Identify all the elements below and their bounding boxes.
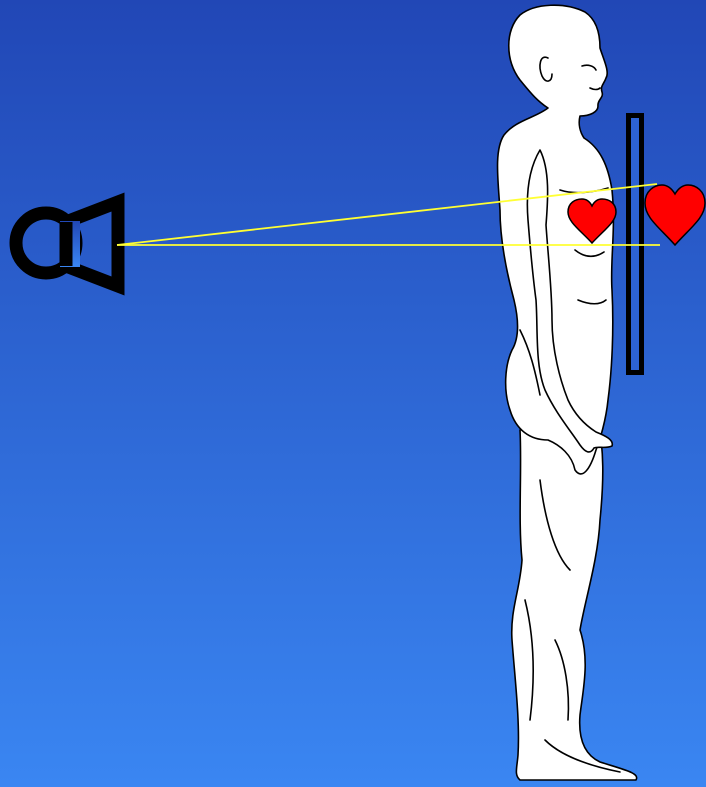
detector-plate [626, 113, 644, 375]
